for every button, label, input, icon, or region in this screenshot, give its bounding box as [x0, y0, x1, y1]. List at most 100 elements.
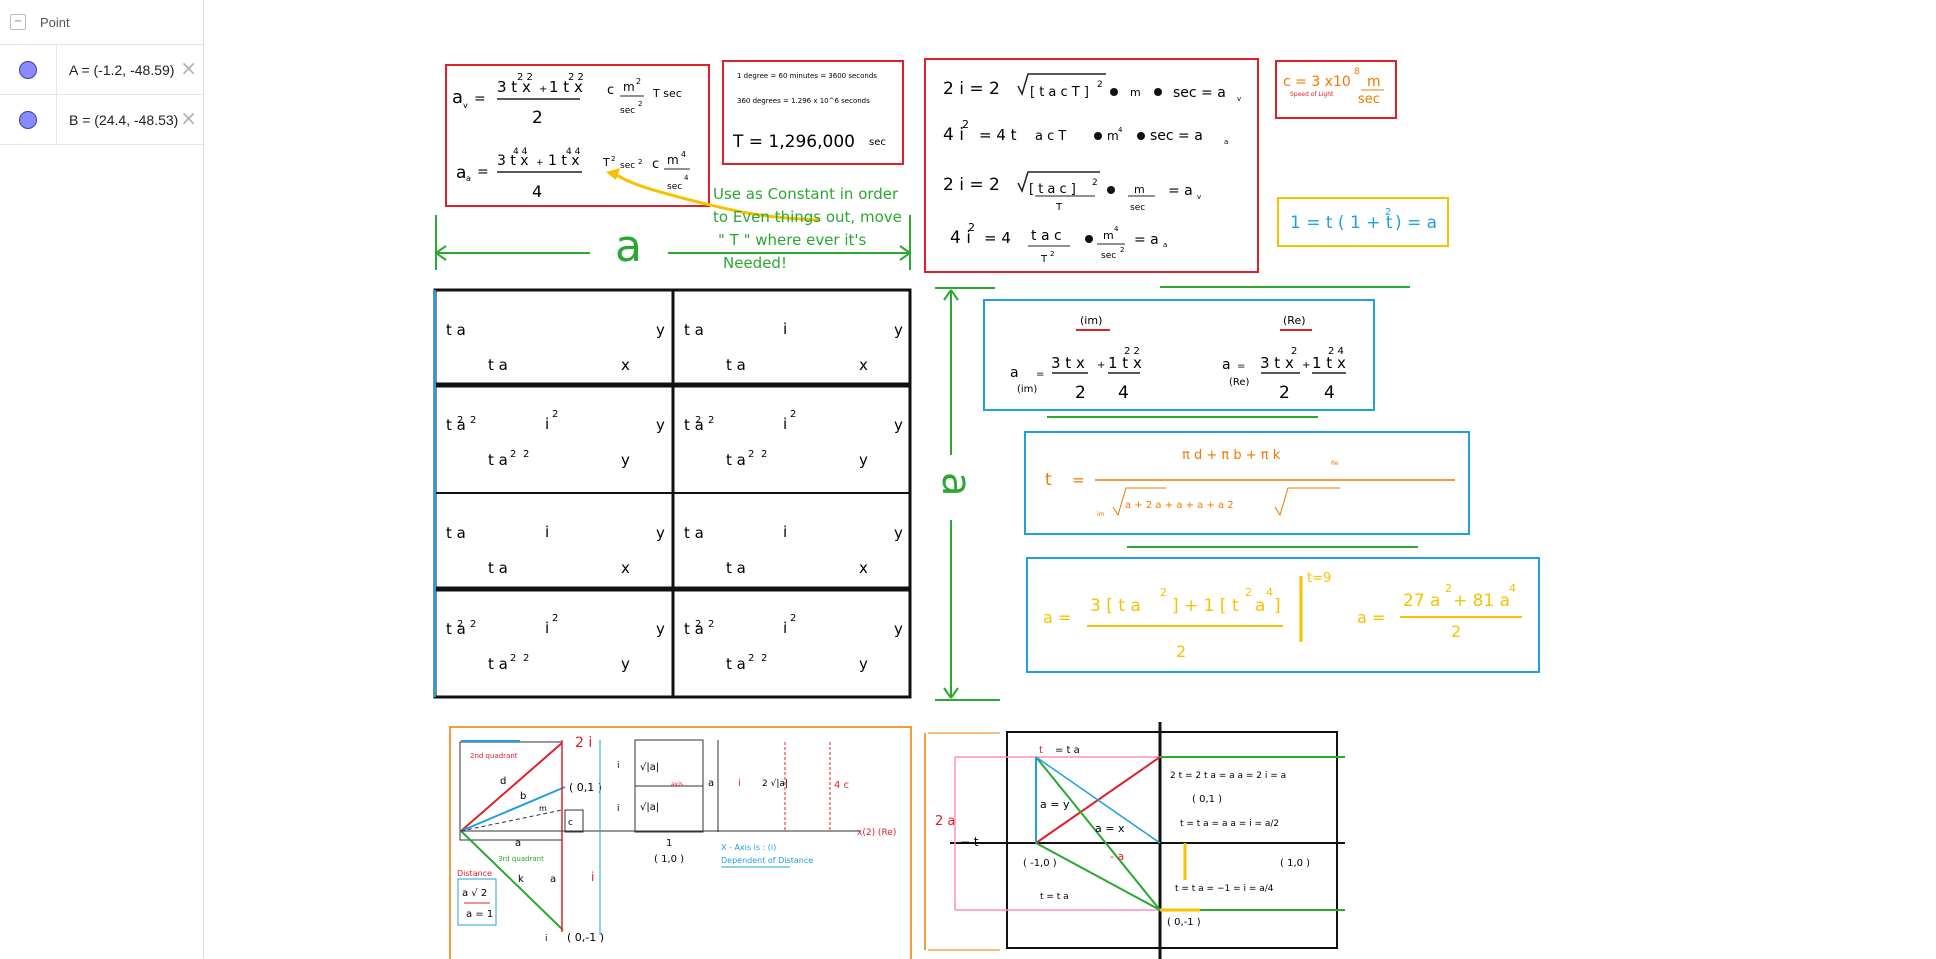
- svg-text:4: 4: [532, 182, 542, 201]
- grid-cell-tr: y: [656, 416, 665, 434]
- point-definition[interactable]: A = (-1.2, -48.59): [69, 61, 175, 78]
- formula-box-degrees: 1 degree = 60 minutes = 3600 seconds 360…: [722, 60, 904, 165]
- svg-text:2: 2: [1451, 622, 1461, 641]
- grid-cell-tl: t a: [446, 620, 466, 638]
- grid-cell-sup: 2: [470, 619, 476, 630]
- delete-icon[interactable]: ×: [180, 106, 197, 130]
- svg-text:27 a: 27 a: [1403, 591, 1440, 611]
- formula-box-im-re: (im) (Re) a = (im) 3 t x + 1 t x 2 2 2 4…: [983, 299, 1375, 411]
- av-num1b-sup: 2 2: [568, 72, 584, 83]
- quadrant-diagram: 2 i 2nd quadrant 3rd quadrant d b m c a …: [449, 726, 912, 959]
- grid-cell-tr: y: [894, 620, 903, 638]
- av-sub: v: [463, 101, 468, 110]
- svg-text:4 i: 4 i: [943, 125, 964, 145]
- grid-cell-tl: t a: [684, 620, 704, 638]
- svg-text:+: +: [1302, 360, 1310, 371]
- svg-text:= 4 t: = 4 t: [979, 126, 1017, 144]
- visibility-toggle[interactable]: [0, 45, 57, 94]
- svg-text:2: 2: [1279, 383, 1290, 403]
- svg-text:( 1,0 ): ( 1,0 ): [654, 854, 684, 865]
- grid-cell-br: x: [859, 559, 868, 577]
- svg-text:t = t a = a a = i =: t = t a = a a = i = a/2: [1180, 819, 1279, 829]
- big-a-horizontal: a: [615, 221, 642, 272]
- grid-cell-mid: i: [545, 619, 549, 637]
- svg-text:m: m: [1103, 229, 1114, 242]
- svg-text:(im): (im): [1080, 314, 1102, 327]
- grid-cell-mid: i: [783, 619, 787, 637]
- eq: =: [474, 91, 486, 107]
- grid-cell-br: x: [621, 356, 630, 374]
- svg-text:2nd quadrant: 2nd quadrant: [470, 752, 518, 760]
- grid-cell-br: y: [859, 655, 868, 673]
- svg-text:c: c: [568, 818, 573, 828]
- constant-note: Use as Constant in order to Even things …: [606, 168, 902, 272]
- grid-cell-bl: t a: [726, 356, 746, 374]
- svg-text:4: 4: [1114, 225, 1119, 233]
- svg-text:4: 4: [1509, 582, 1516, 595]
- svg-text:d: d: [500, 776, 506, 787]
- grid-cell-sup: 2: [708, 415, 714, 426]
- visibility-toggle[interactable]: [0, 95, 57, 144]
- svg-text:i: i: [545, 934, 548, 944]
- svg-text:= a: = a: [1168, 183, 1193, 199]
- m-label: m: [623, 80, 635, 94]
- svg-text:i: i: [617, 804, 620, 814]
- tsec-label: T sec: [652, 87, 682, 100]
- grid-cell-sup: 2: [748, 653, 754, 664]
- formula-box-av-aa: a v = 3 t x 2 2 + 1 t x 2 2 2 c m 2 sec …: [445, 64, 710, 207]
- av-label: a: [452, 87, 463, 108]
- svg-text:m: m: [1367, 74, 1381, 90]
- svg-text:− t: − t: [960, 835, 979, 849]
- collapse-icon[interactable]: −: [10, 14, 26, 30]
- algebra-item-B[interactable]: B = (24.4, -48.53) ×: [0, 95, 203, 145]
- svg-text:( 0,1 ): ( 0,1 ): [1192, 794, 1222, 805]
- svg-text:1 t x: 1 t x: [548, 153, 580, 169]
- svg-text:2: 2: [1092, 178, 1098, 188]
- svg-text:a: a: [1163, 241, 1167, 249]
- point-dot-icon[interactable]: [19, 110, 37, 129]
- svg-text:T: T: [1055, 202, 1063, 213]
- av-num1: 3 t x: [497, 78, 531, 96]
- grid-cell-sup: 2: [790, 409, 796, 420]
- svg-text:Re: Re: [1331, 460, 1339, 467]
- svg-text:[ t a c T ]: [ t a c T ]: [1030, 85, 1089, 100]
- grid-cell-sup: 2: [552, 613, 558, 624]
- svg-text:k: k: [518, 874, 524, 885]
- grid-cell-sup: 2: [695, 619, 701, 630]
- svg-text:i: i: [617, 761, 620, 771]
- svg-text:2: 2: [1075, 383, 1086, 403]
- big-a-vertical: a: [933, 472, 979, 497]
- svg-text:v: v: [1237, 95, 1241, 103]
- svg-text:v: v: [1197, 193, 1201, 201]
- svg-text:] + 1 [ t: ] + 1 [ t: [1172, 596, 1239, 616]
- svg-text:t = t a = −1 = i = a: t = t a = −1 = i = a/4: [1175, 884, 1274, 894]
- svg-text:2 i = 2: 2 i = 2: [943, 79, 1000, 99]
- plus: +: [539, 84, 547, 95]
- svg-text:2: 2: [1160, 586, 1167, 599]
- svg-text:1 t x: 1 t x: [1312, 354, 1346, 372]
- point-definition[interactable]: B = (24.4, -48.53): [69, 111, 179, 128]
- svg-text:sec: sec: [620, 161, 635, 171]
- svg-text:sec: sec: [1358, 92, 1380, 107]
- delete-icon[interactable]: ×: [180, 56, 197, 80]
- grid-cell-tl: t a: [684, 524, 704, 542]
- svg-text:2: 2: [1120, 246, 1124, 254]
- algebra-group-header[interactable]: − Point: [0, 0, 203, 45]
- formula-box-t: t = π d + π b + π k Re a + 2 a + a + a +…: [1024, 431, 1470, 535]
- algebra-item-A[interactable]: A = (-1.2, -48.59) ×: [0, 45, 203, 95]
- svg-text:2: 2: [1385, 207, 1391, 218]
- grid-cell-br: y: [621, 451, 630, 469]
- grid-cell-sup: 2: [761, 653, 767, 664]
- svg-text:2 2: 2 2: [1124, 346, 1140, 357]
- grid-cell-sup: 2: [523, 449, 529, 460]
- av-num1-sup: 2 2: [517, 72, 533, 83]
- grid-cell-tr: y: [894, 416, 903, 434]
- grid-cell-tr: y: [894, 524, 903, 542]
- svg-text:sec = a: sec = a: [1173, 85, 1226, 101]
- grid-cell-bl: t a: [488, 655, 508, 673]
- identity-box: 1 = t ( 1 + t 2 ) = a: [1277, 197, 1449, 247]
- point-dot-icon[interactable]: [19, 60, 37, 79]
- grid-cell-mid: i: [545, 415, 549, 433]
